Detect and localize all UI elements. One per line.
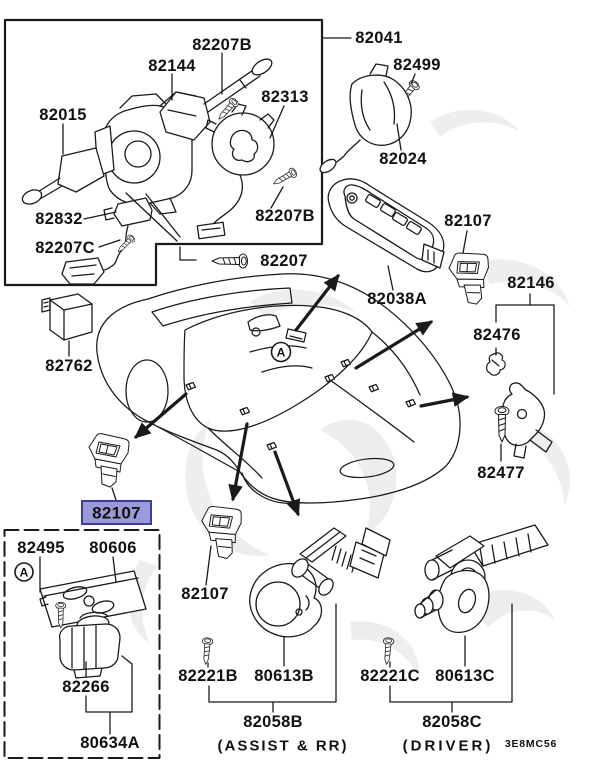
screw-82221b [200,636,214,666]
part-label-82058b: 82058B [243,712,303,731]
part-label-82207b-top: 82207B [192,35,252,54]
part-label-82495: 82495 [17,538,65,557]
part-sketch-82015-lever [21,147,105,205]
part-label-82041: 82041 [355,28,403,47]
svg-text:A: A [277,346,286,360]
part-label-82221b: 82221B [178,666,238,685]
part-sketch-82038a-master-switch [327,178,445,273]
part-label-80613b: 80613B [254,666,314,685]
part-sketch-82266-motor [58,611,121,679]
part-label-82107-mid: 82107 [181,584,229,603]
part-label-82476: 82476 [473,325,521,344]
part-sketch-82024-mirror-switch [319,63,412,174]
detail-a-group-box [3,529,161,759]
part-sketch-82107-highlighted [88,433,130,488]
part-label-82207: 82207 [260,251,308,270]
part-sketch-80613c-boot [414,569,490,633]
part-label-82266: 82266 [62,677,110,696]
part-label-82146: 82146 [507,273,555,292]
leader-lines [39,37,555,735]
part-label-82207c: 82207C [35,238,95,257]
svg-text:A: A [20,566,29,580]
part-sketch-82762-relay [41,293,93,341]
highlighted-part-82107[interactable]: 82107 [81,500,152,525]
part-sketch-80606-plate [39,570,147,628]
note-assist-rr: (ASSIST & RR) [217,737,349,755]
part-sketch-82058c-switch [424,524,549,595]
part-sketch-80613b-escutcheon [249,563,323,638]
part-label-82038a: 82038A [367,289,427,308]
part-label-80634a: 80634A [80,733,140,752]
screw-82207 [211,253,249,269]
part-sketch-82144-lever [159,58,273,141]
screw-82207b-right [270,166,299,189]
part-label-82024: 82024 [379,149,427,168]
part-label-82107-right: 82107 [444,211,492,230]
part-label-82207b-right: 82207B [255,206,315,225]
part-label-82058c: 82058C [422,712,482,731]
part-sketch-82058b-lock-switch [291,527,391,596]
callout-a-on-box: A [14,562,34,582]
note-driver: (DRIVER) [402,737,494,755]
part-label-82221c: 82221C [360,666,420,685]
column-switch-group-box [3,18,324,287]
part-label-82144: 82144 [148,56,196,75]
part-label-82477: 82477 [477,463,525,482]
part-sketch-82476-clip [486,352,506,376]
part-sketch-82313-clockspring [196,103,275,240]
part-label-82832: 82832 [35,209,83,228]
part-label-82499: 82499 [393,55,441,74]
part-label-82313: 82313 [261,87,309,106]
screw-82221c [381,636,395,666]
part-label-82107-highlighted[interactable]: 82107 [92,503,141,522]
part-label-82762: 82762 [45,356,93,375]
part-label-82015: 82015 [39,105,87,124]
diagram-code: 3E8MC56 [504,737,558,750]
location-arrows [134,273,470,517]
car-sketch [96,273,461,504]
callout-a-on-car: A [270,341,292,363]
part-label-80613c: 80613C [435,666,495,685]
part-label-80606: 80606 [89,538,137,557]
